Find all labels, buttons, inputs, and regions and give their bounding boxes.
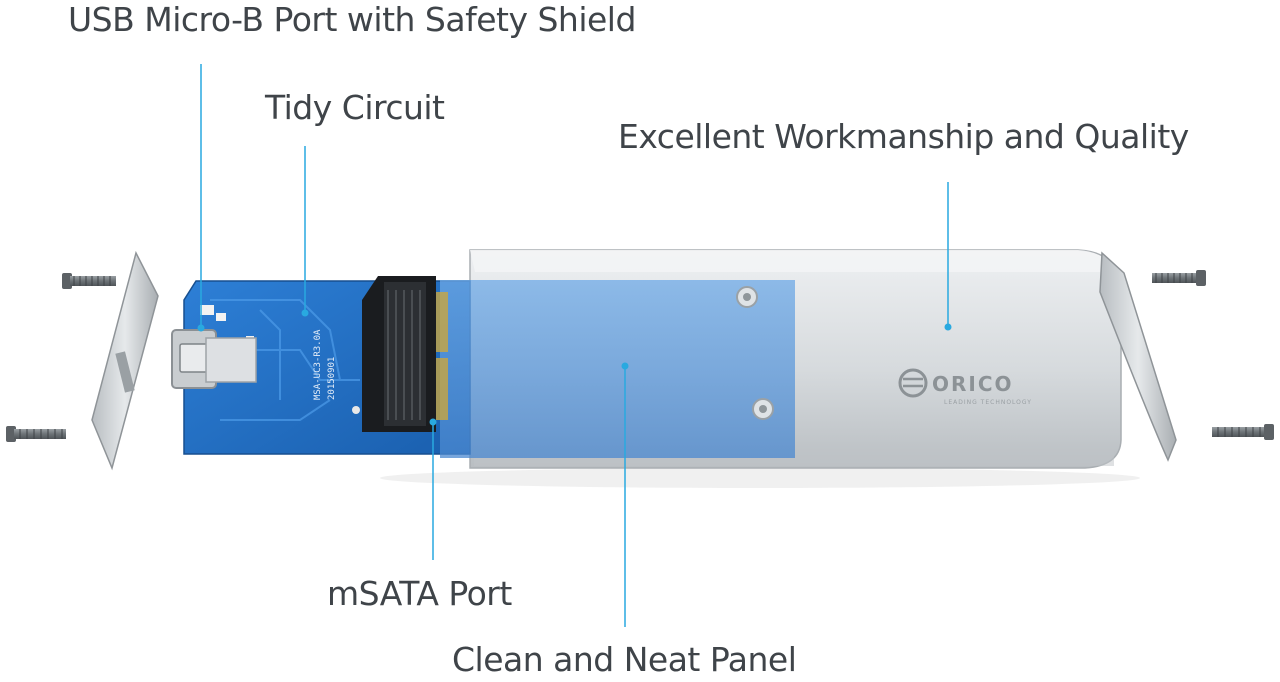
brand-name: ORICO xyxy=(932,372,1014,396)
screw-bottom-right xyxy=(1212,424,1274,440)
pcb-model-text: MSA-UC3-R3.0A xyxy=(313,329,323,400)
enclosure-shadow xyxy=(380,468,1140,488)
screw-top-right xyxy=(1152,270,1206,286)
callout-usb-port: USB Micro-B Port with Safety Shield xyxy=(68,0,636,39)
pcb-date-text: 20150901 xyxy=(327,357,337,400)
callout-msata-port: mSATA Port xyxy=(327,574,512,613)
screw-top-left xyxy=(62,273,116,289)
usb-micro-b-connector xyxy=(172,330,256,388)
leader-dot-workmanship xyxy=(945,324,952,331)
callout-tidy-circuit: Tidy Circuit xyxy=(265,88,445,127)
leader-dot-tidy-circuit xyxy=(302,310,309,317)
clear-panel xyxy=(440,280,795,458)
callout-workmanship: Excellent Workmanship and Quality xyxy=(618,117,1189,156)
screw-bottom-left xyxy=(6,426,66,442)
brand-tagline: LEADING TECHNOLOGY xyxy=(944,399,1032,406)
callout-clean-panel: Clean and Neat Panel xyxy=(452,640,796,679)
leader-dot-msata xyxy=(430,419,437,426)
msata-connector xyxy=(362,276,448,432)
leader-dot-usb-port xyxy=(198,325,205,332)
leader-dot-clean-panel xyxy=(622,363,629,370)
